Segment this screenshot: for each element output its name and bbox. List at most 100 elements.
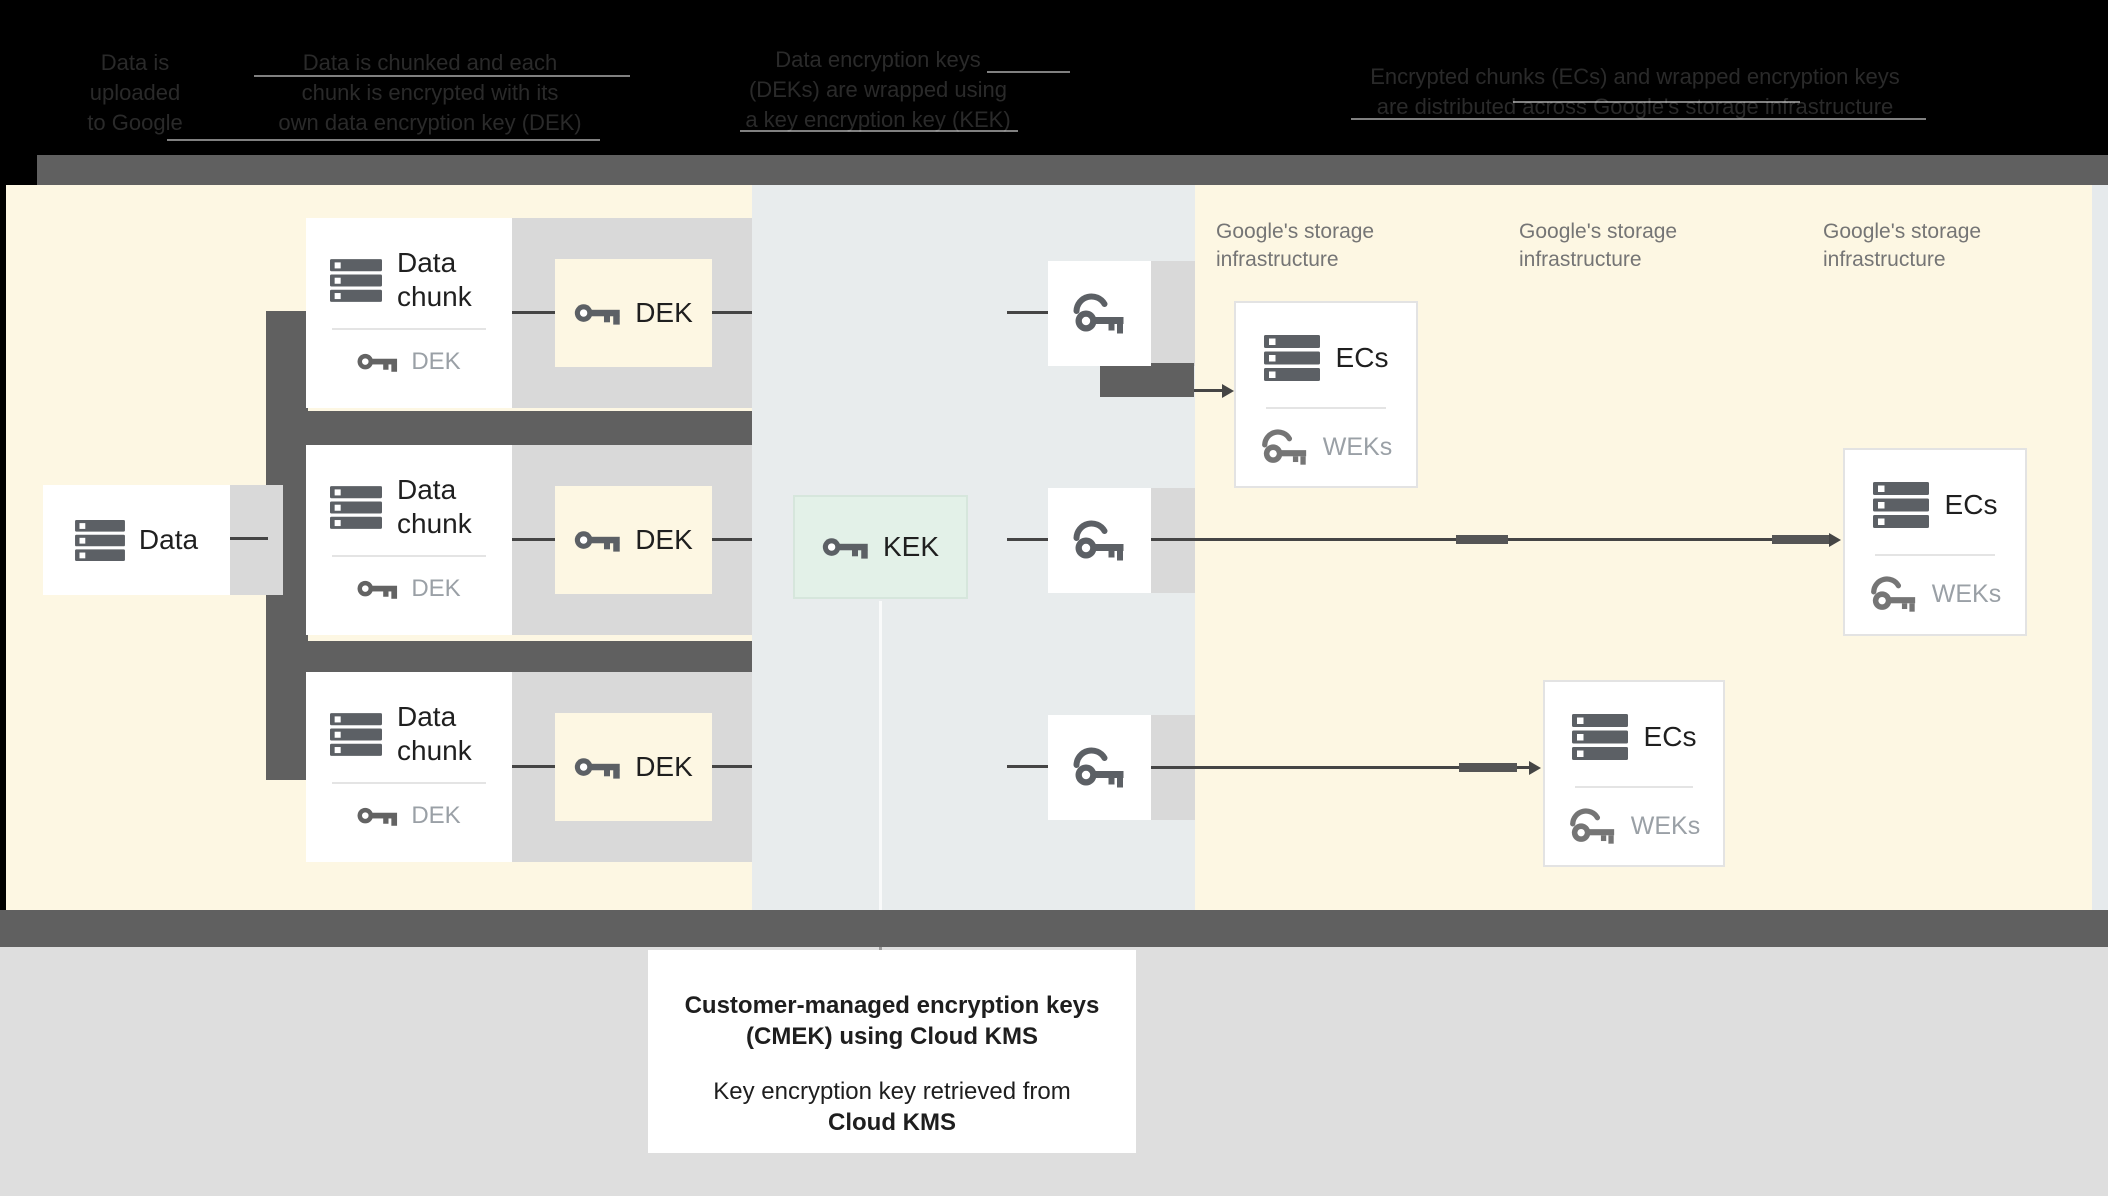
caption-line: Data is chunked and each [302, 50, 558, 75]
arrowhead [1529, 761, 1541, 775]
right-edge-sliver [2092, 185, 2108, 910]
chunk-to-dek-line [512, 538, 557, 541]
wrap-in-line [1007, 538, 1048, 541]
dek-key-icon [357, 578, 398, 600]
dek-out-line [712, 765, 752, 768]
ecs-box-divider [1875, 554, 1995, 556]
dek-box-1: DEK [555, 259, 712, 367]
ecs-box-1: ECs WEKs [1234, 301, 1418, 488]
wrap-in-line [1007, 765, 1048, 768]
header-streak [740, 130, 1018, 132]
caption-col-2: Data is chunked and each chunk is encryp… [255, 48, 605, 138]
server-icon [330, 713, 382, 756]
kek-box: KEK [793, 495, 968, 599]
chunk-box-divider [332, 782, 486, 784]
kek-to-note-line [879, 601, 882, 910]
data-box: Data [43, 485, 230, 595]
wrapped-key-box-3 [1048, 715, 1151, 820]
header-streak [167, 139, 600, 141]
storage-label-line: Google's storage [1216, 220, 1375, 243]
cmek-note-title-line: Customer-managed encryption keys [684, 992, 1100, 1019]
wrapped-key-icon [1071, 520, 1128, 562]
data-chunk-label: Data [397, 247, 457, 278]
caption-line: are distributed across Google's storage … [1376, 94, 1894, 119]
pipeline-top-band [37, 155, 2108, 185]
chunk-box-divider [332, 555, 486, 557]
wrapped-key-icon [1071, 293, 1128, 335]
caption-line: Data is [100, 50, 170, 75]
cmek-note-body-line: Cloud KMS [828, 1109, 956, 1136]
data-chunk-label: chunk [397, 508, 472, 539]
caption-line: Encrypted chunks (ECs) and wrapped encry… [1370, 64, 1900, 89]
caption-line: uploaded [89, 80, 181, 105]
weks-key-icon [1568, 808, 1618, 845]
storage-label-line: infrastructure [1216, 248, 1339, 271]
dek-key-icon [357, 351, 398, 373]
key-icon [574, 528, 621, 553]
weks-key-icon [1869, 576, 1919, 613]
data-box-label: Data [138, 524, 199, 555]
storage-label-line: infrastructure [1823, 248, 1946, 271]
caption-line: own data encryption key (DEK) [278, 110, 582, 135]
kek-label: KEK [882, 531, 940, 562]
weks-label: WEKs [1322, 433, 1393, 461]
key-icon [822, 535, 869, 560]
data-chunk-label: chunk [397, 281, 472, 312]
data-box-shadow [230, 485, 283, 595]
server-icon [330, 259, 382, 302]
data-chunk-label: chunk [397, 735, 472, 766]
data-chunk-box-3: Data chunk DEK [306, 672, 512, 862]
wrap-in-line [1007, 311, 1048, 314]
data-chunk-label: Data [397, 701, 457, 732]
cmek-note-body-line: Key encryption key retrieved from [713, 1078, 1071, 1105]
dek-out-line [712, 538, 752, 541]
key-icon [574, 301, 621, 326]
flow-arrow-3 [1151, 766, 1531, 769]
dek-box-label: DEK [635, 751, 693, 782]
caption-line: to Google [87, 110, 183, 135]
ecs-box-divider [1575, 786, 1693, 788]
chunk-to-dek-line [512, 311, 557, 314]
header-streak [254, 75, 630, 77]
data-chunk-box-1: Data chunk DEK [306, 218, 512, 408]
embedded-dek-label: DEK [411, 575, 461, 602]
weks-label: WEKs [1630, 812, 1701, 840]
dek-out-line [712, 311, 752, 314]
server-icon [1572, 714, 1628, 760]
dek-key-icon [357, 805, 398, 827]
embedded-dek-label: DEK [411, 348, 461, 375]
header-streak [987, 71, 1070, 73]
chunk-to-dek-line [512, 765, 557, 768]
ecs-label: ECs [1643, 721, 1697, 752]
cmek-note-title-line: (CMEK) using Cloud KMS [746, 1023, 1038, 1050]
server-icon [1264, 335, 1320, 381]
data-connector-line [228, 537, 268, 540]
ecs-box-3: ECs WEKs [1843, 448, 2027, 636]
weks-key-icon [1260, 429, 1310, 466]
storage-label-2: Google's storage infrastructure [1519, 218, 1749, 274]
chunk-branch-bar-1 [266, 411, 752, 447]
storage-label-line: Google's storage [1823, 220, 1982, 243]
ecs-label: ECs [1335, 342, 1389, 373]
header-streak [1513, 101, 1800, 103]
pipeline-bottom-band [0, 910, 2108, 947]
dek-box-label: DEK [635, 297, 693, 328]
flow-arrow-2-thick-segment [1456, 535, 1508, 544]
arrowhead [1222, 384, 1234, 398]
ecs-box-divider [1266, 407, 1386, 409]
data-chunk-box-2: Data chunk DEK [306, 445, 512, 635]
storage-label-1: Google's storage infrastructure [1216, 218, 1446, 274]
header-streak [1351, 118, 1926, 120]
storage-label-line: infrastructure [1519, 248, 1642, 271]
caption-line: chunk is encrypted with its [301, 80, 559, 105]
dek-box-2: DEK [555, 486, 712, 594]
storage-label-3: Google's storage infrastructure [1823, 218, 2053, 274]
caption-col-4: Encrypted chunks (ECs) and wrapped encry… [1305, 62, 1965, 122]
wrapped-key-box-shadow [1151, 261, 1195, 366]
key-icon [574, 755, 621, 780]
ecs-label: ECs [1944, 489, 1998, 520]
caption-line: a key encryption key (KEK) [745, 107, 1011, 132]
chunk-box-divider [332, 328, 486, 330]
wrapped-key-box-1 [1048, 261, 1151, 366]
